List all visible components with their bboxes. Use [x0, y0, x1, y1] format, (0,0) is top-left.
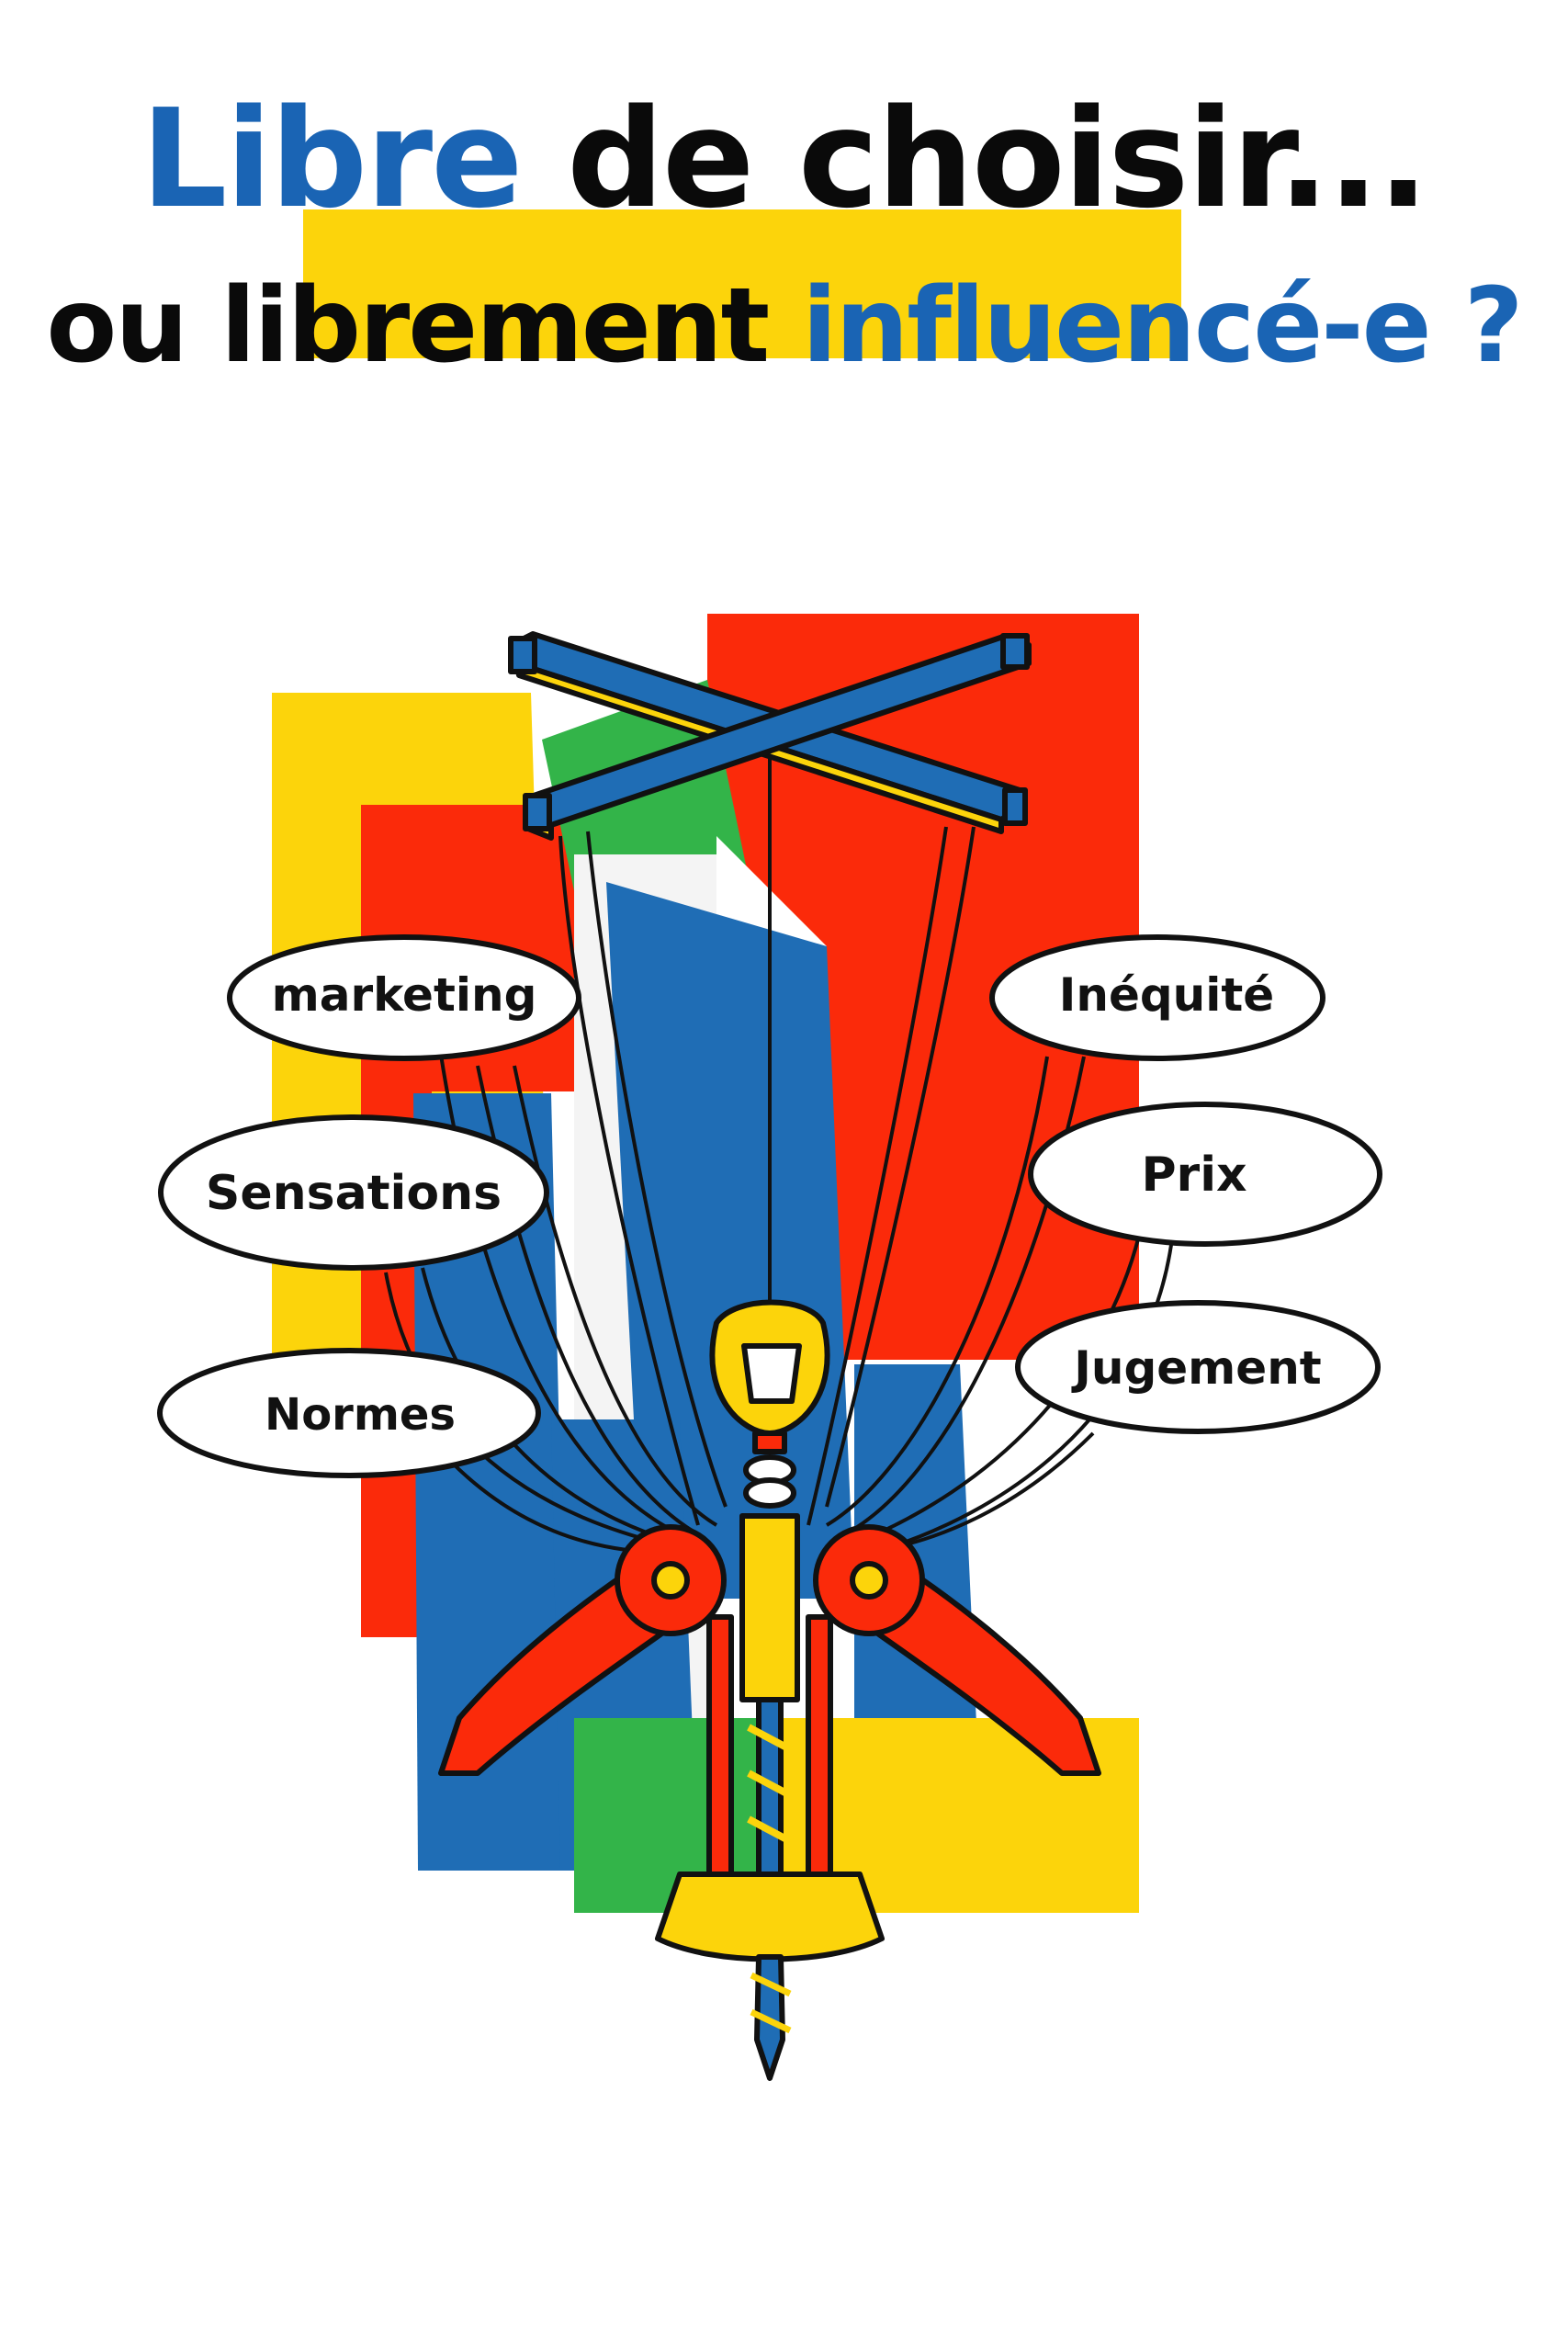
panel-yellow-bottom — [772, 1718, 1139, 1913]
title-word-libre: Libre — [141, 80, 523, 238]
bubble-normes: Normes — [157, 1348, 541, 1478]
bubble-label-marketing: marketing — [272, 968, 537, 1022]
bubble-label-normes: Normes — [265, 1389, 456, 1441]
title-line-2: ou librement influencé-e ? — [0, 266, 1568, 386]
bubble-sensations: Sensations — [158, 1114, 549, 1271]
bubble-label-prix: Prix — [1141, 1148, 1247, 1203]
title-word-ou-librement: ou librement — [46, 266, 770, 386]
title-word-de-choisir: de choisir... — [567, 80, 1429, 238]
bubble-label-inequite: Inéquité — [1059, 968, 1274, 1022]
marionette-strings — [384, 755, 1173, 1555]
title-word-influencee: influencé-e ? — [802, 266, 1523, 386]
bubble-label-sensations: Sensations — [206, 1166, 502, 1221]
title-line-1: Libre de choisir... — [0, 81, 1568, 237]
title-highlight-band — [303, 209, 1181, 358]
bubble-inequite: Inéquité — [989, 934, 1325, 1061]
marionette-corkscrew-icon — [438, 1299, 1101, 2081]
bubble-label-jugement: Jugement — [1071, 1341, 1321, 1395]
bubble-marketing: marketing — [227, 934, 581, 1061]
bubble-jugement: Jugement — [1015, 1300, 1381, 1434]
bubble-prix: Prix — [1028, 1102, 1382, 1247]
marionette-control-cross-icon — [508, 631, 1032, 841]
